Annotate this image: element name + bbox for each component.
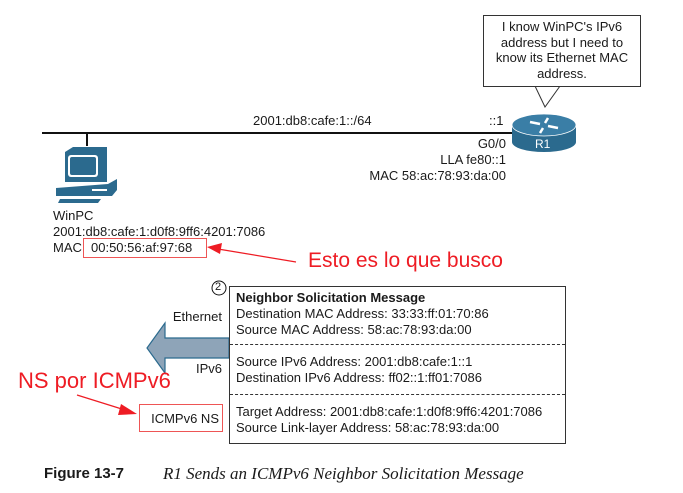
pc-mac: 00:50:56:af:97:68 bbox=[91, 240, 193, 255]
pc-mac-label: MAC bbox=[53, 240, 82, 255]
message-title: Neighbor Solicitation Message bbox=[236, 290, 426, 305]
mac-annotation: Esto es lo que busco bbox=[308, 249, 503, 272]
ns-message-box: Neighbor Solicitation Message Destinatio… bbox=[229, 286, 566, 444]
icmpv6-ns-label: ICMPv6 NS bbox=[139, 404, 223, 432]
figure-caption: R1 Sends an ICMPv6 Neighbor Solicitation… bbox=[163, 464, 524, 483]
pc-icon bbox=[56, 147, 117, 203]
step-number: 2 bbox=[215, 281, 222, 293]
eth-field: Destination MAC Address: 33:33:ff:01:70:… bbox=[236, 306, 489, 321]
mac-highlight-box bbox=[83, 238, 207, 258]
subnet-label: 2001:db8:cafe:1::/64 bbox=[253, 113, 372, 128]
arrow-head bbox=[118, 404, 137, 415]
ip-field: Destination IPv6 Address: ff02::1:ff01:7… bbox=[236, 370, 482, 385]
router-name: R1 bbox=[535, 137, 551, 151]
ip-field: Source IPv6 Address: 2001:db8:cafe:1::1 bbox=[236, 354, 473, 369]
router-lla: LLA fe80::1 bbox=[440, 152, 506, 167]
ns-annotation: NS por ICMPv6 bbox=[18, 368, 171, 393]
icmp-field: Source Link-layer Address: 58:ac:78:93:d… bbox=[236, 420, 500, 435]
ipv6-label: IPv6 bbox=[195, 361, 222, 376]
pc-ipv6: 2001:db8:cafe:1:d0f8:9ff6:4201:7086 bbox=[53, 224, 266, 239]
router-interface: G0/0 bbox=[477, 136, 506, 151]
direction-arrow bbox=[146, 321, 230, 375]
eth-field: Source MAC Address: 58:ac:78:93:da:00 bbox=[236, 322, 472, 337]
router-mac: MAC 58:ac:78:93:da:00 bbox=[369, 168, 506, 183]
figure-label: Figure 13-7 bbox=[44, 465, 125, 482]
router-icon bbox=[511, 113, 577, 152]
speech-bubble: I know WinPC's IPv6 address but I need t… bbox=[483, 15, 641, 87]
arrow-head bbox=[207, 243, 222, 254]
icmp-field: Target Address: 2001:db8:cafe:1:d0f8:9ff… bbox=[236, 404, 543, 419]
bubble-tail bbox=[534, 85, 561, 108]
router-host-label: ::1 bbox=[489, 113, 504, 128]
ethernet-label: Ethernet bbox=[172, 309, 222, 324]
pc-name: WinPC bbox=[53, 208, 94, 223]
